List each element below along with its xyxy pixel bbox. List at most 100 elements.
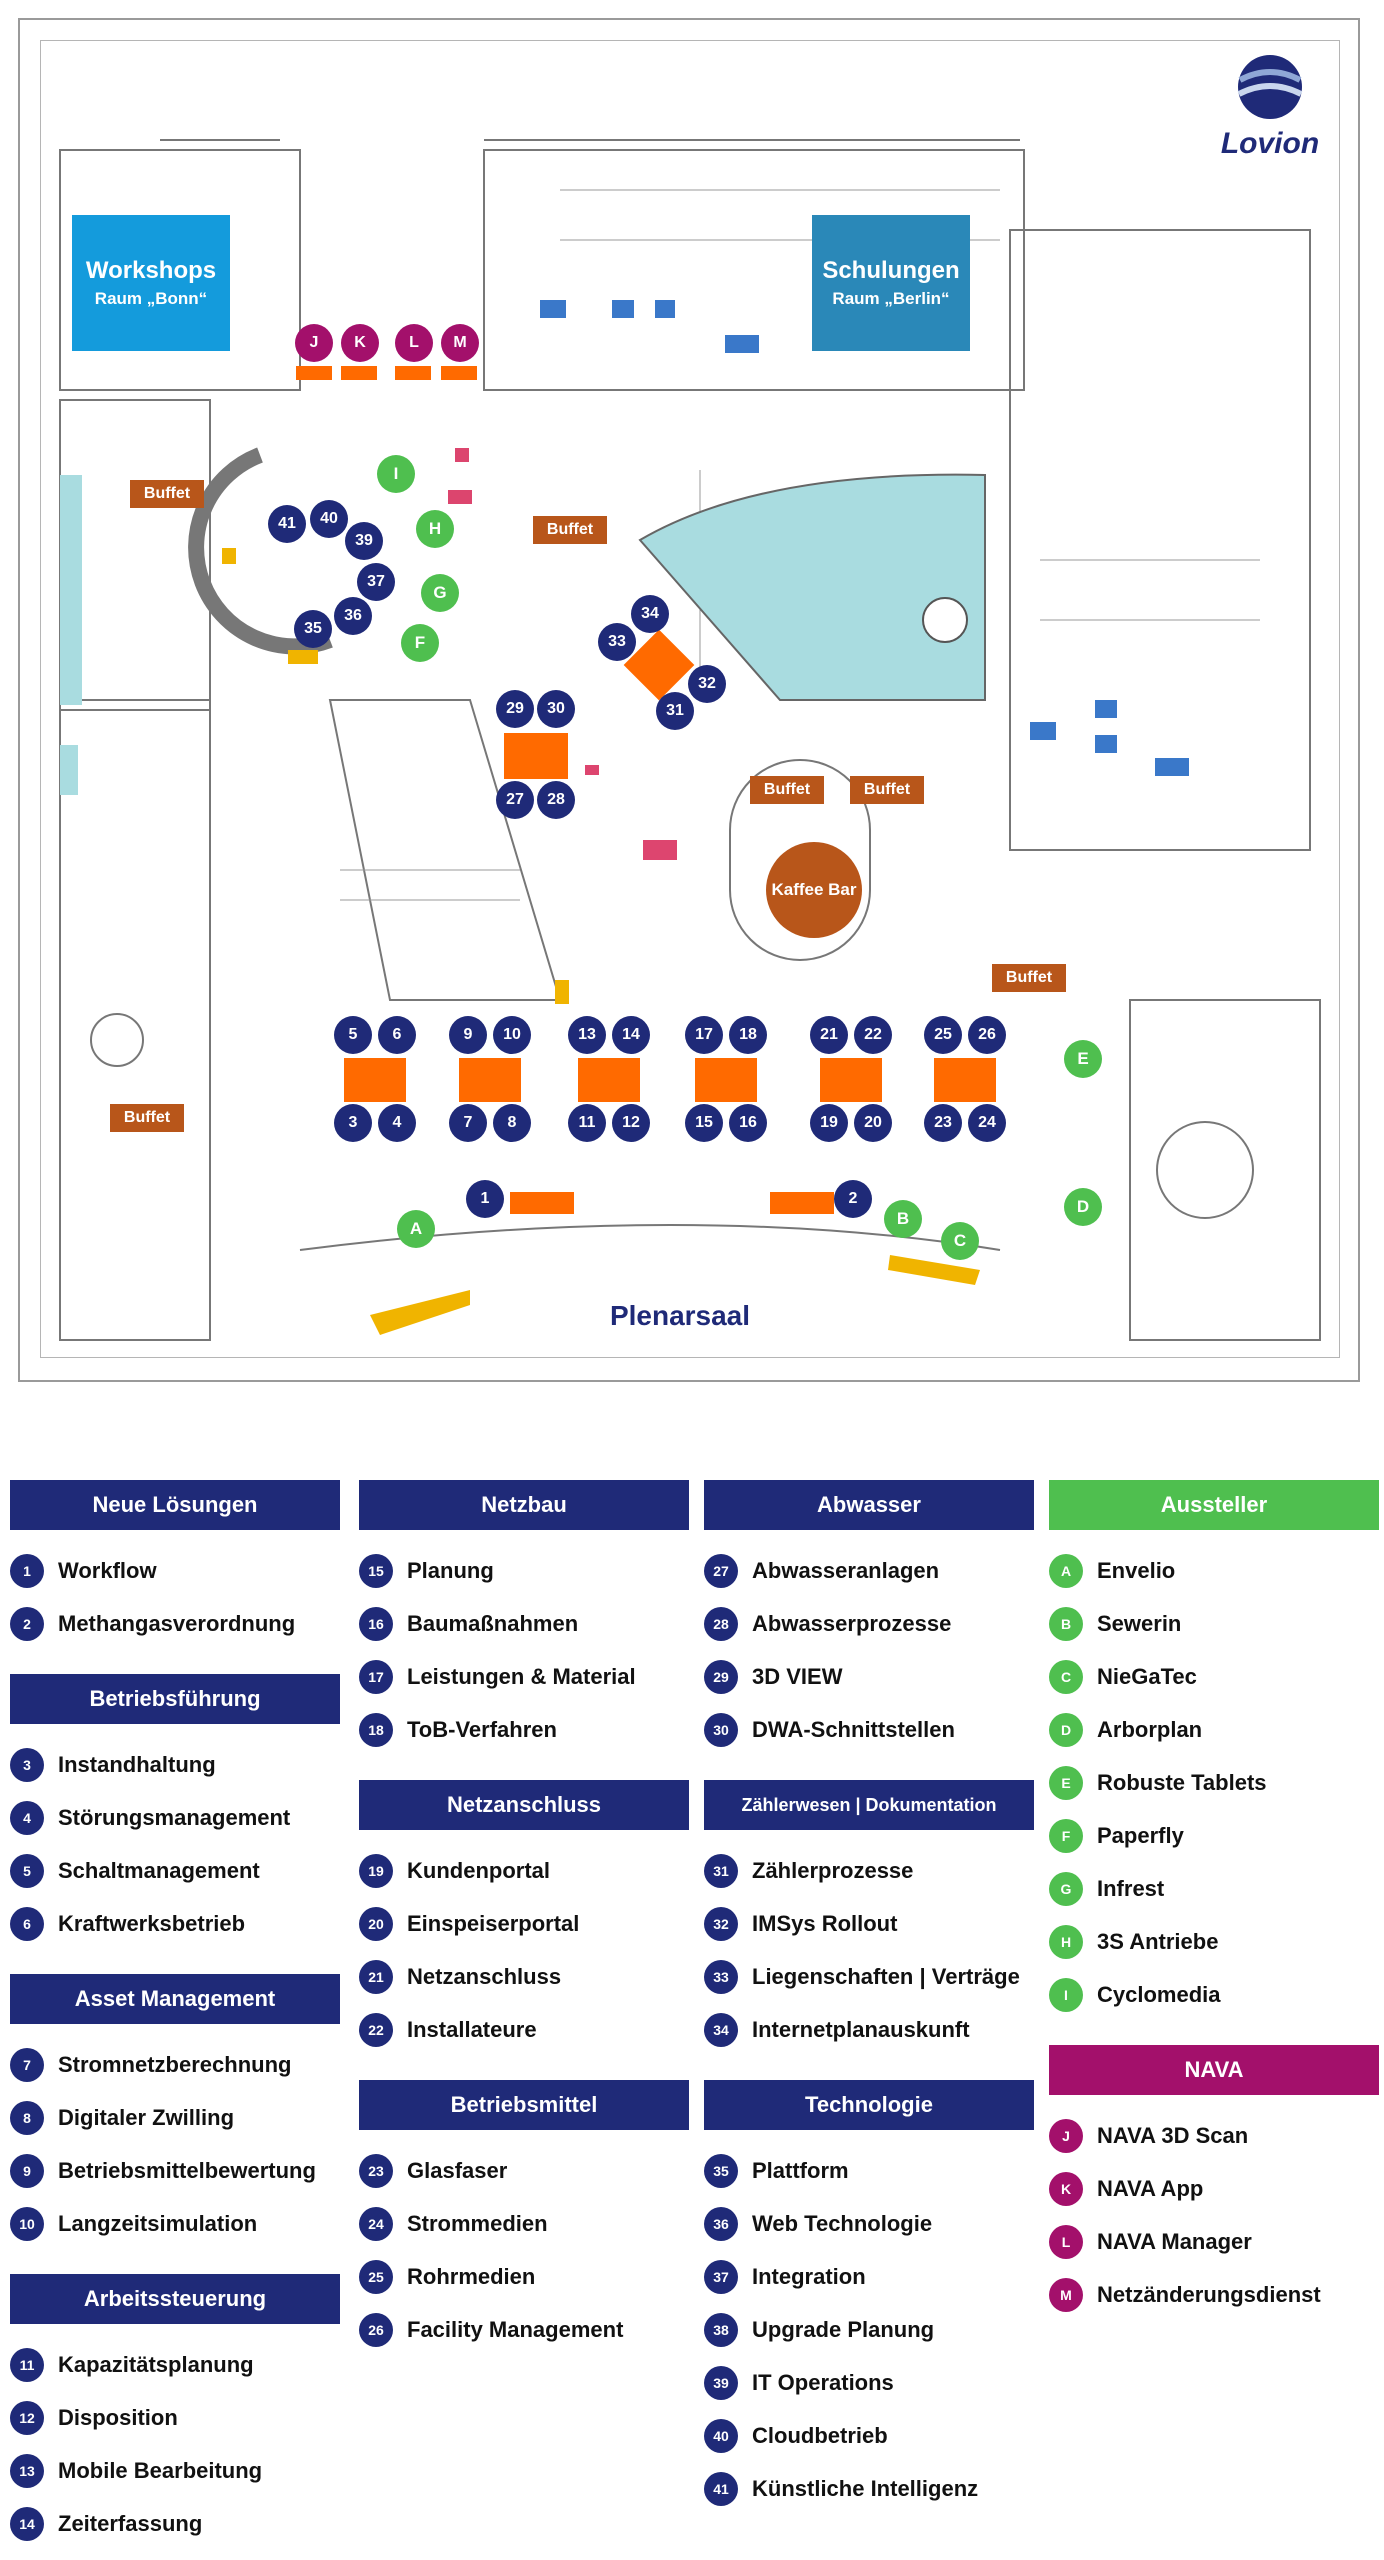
legend-label: Methangasverordnung [58, 1610, 296, 1636]
room-schulungen: Schulungen Raum „Berlin“ [812, 215, 970, 351]
legend-badge: 12 [10, 2400, 44, 2435]
booth-marker-9: 9 [449, 1016, 487, 1054]
legend-group-header: Betriebsführung [10, 1674, 340, 1724]
nava-table [441, 366, 477, 380]
booth-marker-25: 25 [924, 1016, 962, 1054]
legend-item: B Sewerin [1049, 1597, 1379, 1650]
legend-badge: F [1049, 1818, 1083, 1853]
legend-label: Zählerprozesse [752, 1857, 914, 1883]
legend-label: Robuste Tablets [1097, 1769, 1267, 1795]
floor-plan: Lovion Workshops Raum „Bonn“ Schulungen … [18, 18, 1360, 1382]
booth-marker-23: 23 [924, 1104, 962, 1142]
legend-badge: 13 [10, 2453, 44, 2488]
legend-badge: 16 [359, 1606, 393, 1641]
legend-badge: 27 [704, 1553, 738, 1588]
booth-marker-3: 3 [334, 1104, 372, 1142]
lovion-logo: Lovion [1210, 52, 1330, 161]
legend-badge: 39 [704, 2365, 738, 2400]
booth-table [459, 1058, 521, 1102]
legend-badge: 4 [10, 1800, 44, 1835]
booth-marker-41: 41 [268, 505, 306, 543]
booth-marker-39: 39 [345, 522, 383, 560]
legend-badge: L [1049, 2224, 1083, 2259]
booth-marker-27: 27 [496, 781, 534, 819]
legend-group-header: NAVA [1049, 2045, 1379, 2095]
legend-badge: C [1049, 1659, 1083, 1694]
legend-label: Integration [752, 2263, 866, 2289]
booth-marker-6: 6 [378, 1016, 416, 1054]
booth-marker-C: C [941, 1222, 979, 1260]
legend-badge: 24 [359, 2206, 393, 2241]
legend-label: ToB-Verfahren [407, 1716, 557, 1742]
legend-label: Abwasserprozesse [752, 1610, 952, 1636]
buffet-marker: Buffet [533, 516, 607, 544]
legend-label: Netzänderungsdienst [1097, 2281, 1321, 2307]
legend-item: 24 Strommedien [359, 2197, 689, 2250]
booth-marker-1: 1 [466, 1180, 504, 1218]
legend-label: Workflow [58, 1557, 157, 1583]
nava-table [341, 366, 377, 380]
booth-marker-E: E [1064, 1040, 1102, 1078]
nava-table [296, 366, 332, 380]
booth-marker-16: 16 [729, 1104, 767, 1142]
booth-marker-17: 17 [685, 1016, 723, 1054]
legend-badge: 37 [704, 2259, 738, 2294]
legend-label: Strommedien [407, 2210, 548, 2236]
legend-label: Disposition [58, 2404, 178, 2430]
legend-label: Mobile Bearbeitung [58, 2457, 263, 2483]
legend-badge: 20 [359, 1906, 393, 1941]
booth-marker-37: 37 [357, 563, 395, 601]
legend-label: Liegenschaften | Verträge [752, 1963, 1020, 1989]
room-title: Schulungen [822, 257, 960, 284]
legend-badge: 23 [359, 2153, 393, 2188]
booth-marker-12: 12 [612, 1104, 650, 1142]
booth-table [770, 1192, 834, 1214]
legend-label: Leistungen & Material [407, 1663, 636, 1689]
legend-group-header: Zählerwesen | Dokumentation [704, 1780, 1034, 1830]
legend-badge: 36 [704, 2206, 738, 2241]
legend-badge: 1 [10, 1553, 44, 1588]
legend-label: Arborplan [1097, 1716, 1203, 1742]
legend-label: Zeiterfassung [58, 2510, 203, 2536]
legend-badge: K [1049, 2171, 1083, 2206]
booth-marker-18: 18 [729, 1016, 767, 1054]
booth-marker-H: H [416, 510, 454, 548]
legend-label: Cloudbetrieb [752, 2422, 888, 2448]
legend-label: NAVA App [1097, 2175, 1204, 2201]
legend-label: Schaltmanagement [58, 1857, 260, 1883]
legend-label: Langzeitsimulation [58, 2210, 258, 2236]
legend-badge: 25 [359, 2259, 393, 2294]
booth-marker-7: 7 [449, 1104, 487, 1142]
room-subtitle: Raum „Bonn“ [94, 289, 208, 308]
legend-badge: 35 [704, 2153, 738, 2188]
legend-label: Sewerin [1097, 1610, 1182, 1636]
legend-label: Kundenportal [407, 1857, 550, 1883]
legend-badge: 17 [359, 1659, 393, 1694]
legend-badge: 34 [704, 2012, 738, 2047]
legend-label: Glasfaser [407, 2157, 508, 2183]
legend-badge: G [1049, 1871, 1083, 1906]
booth-marker-20: 20 [854, 1104, 892, 1142]
legend-label: 3D VIEW [752, 1663, 843, 1689]
booth-marker-4: 4 [378, 1104, 416, 1142]
legend-badge: B [1049, 1606, 1083, 1641]
legend-badge: 9 [10, 2153, 44, 2188]
map-frame [18, 18, 1360, 1382]
legend-label: 3S Antriebe [1097, 1928, 1219, 1954]
legend-item: 37 Integration [704, 2250, 1034, 2303]
legend-badge: A [1049, 1553, 1083, 1588]
legend-badge: 14 [10, 2506, 44, 2541]
